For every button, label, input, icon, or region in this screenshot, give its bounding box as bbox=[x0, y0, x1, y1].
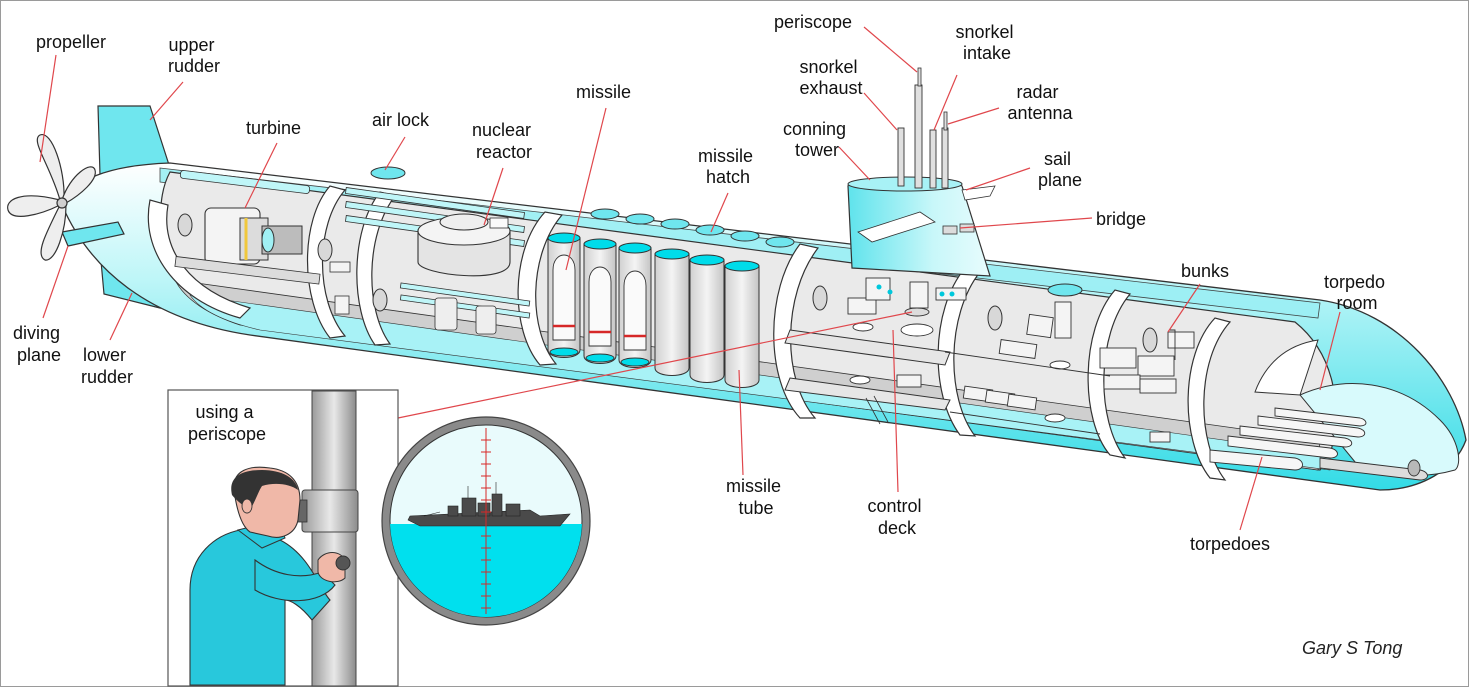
periscope-pole bbox=[311, 390, 357, 687]
nuclear-reactor bbox=[329, 213, 511, 335]
bulkheads bbox=[147, 185, 1232, 481]
label-nuclear-reactor: nuclear reactor bbox=[472, 120, 536, 162]
label-conning-tower: conning tower bbox=[783, 119, 851, 160]
control-deck bbox=[784, 277, 967, 425]
leader-lines bbox=[39, 26, 1341, 531]
label-sail-plane: sail plane bbox=[1038, 149, 1082, 190]
torpedo-room bbox=[1209, 339, 1460, 481]
turbine bbox=[174, 170, 321, 285]
label-turbine: turbine bbox=[246, 118, 301, 138]
label-torpedo-room: torpedo room bbox=[1324, 272, 1390, 313]
missiles bbox=[549, 254, 650, 367]
label-missile: missile bbox=[576, 82, 631, 102]
periscope-view bbox=[381, 416, 591, 626]
label-missile-tube: missile tube bbox=[726, 476, 786, 518]
label-missile-hatch: missile hatch bbox=[698, 146, 758, 187]
label-upper-rudder: upper rudder bbox=[168, 35, 220, 76]
diving-plane-fin bbox=[61, 221, 125, 247]
label-air-lock: air lock bbox=[372, 110, 430, 130]
air-lock bbox=[370, 166, 406, 180]
label-control-deck: control deck bbox=[867, 496, 926, 538]
label-propeller: propeller bbox=[36, 32, 106, 52]
label-radar-antenna: radar antenna bbox=[1007, 82, 1073, 123]
label-lower-rudder: lower rudder bbox=[81, 345, 133, 387]
label-snorkel-intake: snorkel intake bbox=[955, 22, 1018, 63]
label-using-periscope: using a periscope bbox=[188, 402, 266, 444]
label-periscope: periscope bbox=[774, 12, 852, 32]
label-bunks: bunks bbox=[1181, 261, 1229, 281]
periscope-inset: using a periscope bbox=[167, 389, 399, 687]
missile-hatches bbox=[590, 208, 795, 248]
man-figure bbox=[189, 466, 351, 686]
periscope-eyepiece bbox=[301, 489, 359, 533]
torpedoes bbox=[1209, 407, 1428, 481]
submarine bbox=[7, 67, 1467, 491]
propeller bbox=[7, 134, 96, 261]
bunks bbox=[944, 301, 1195, 443]
label-snorkel-exhaust: snorkel exhaust bbox=[799, 57, 862, 98]
bulkhead-hatches bbox=[177, 213, 1158, 353]
label-torpedoes: torpedoes bbox=[1190, 534, 1270, 554]
deck-hatch-aft bbox=[1047, 283, 1083, 297]
artist-credit: Gary S Tong bbox=[1302, 638, 1402, 658]
label-bridge: bridge bbox=[1096, 209, 1146, 229]
label-diving-plane: diving plane bbox=[13, 323, 65, 365]
conning-tower bbox=[847, 67, 996, 277]
warship-silhouette bbox=[407, 482, 571, 527]
labels: propeller upper rudder turbine air lock … bbox=[13, 12, 1390, 554]
crosshair bbox=[481, 428, 491, 614]
